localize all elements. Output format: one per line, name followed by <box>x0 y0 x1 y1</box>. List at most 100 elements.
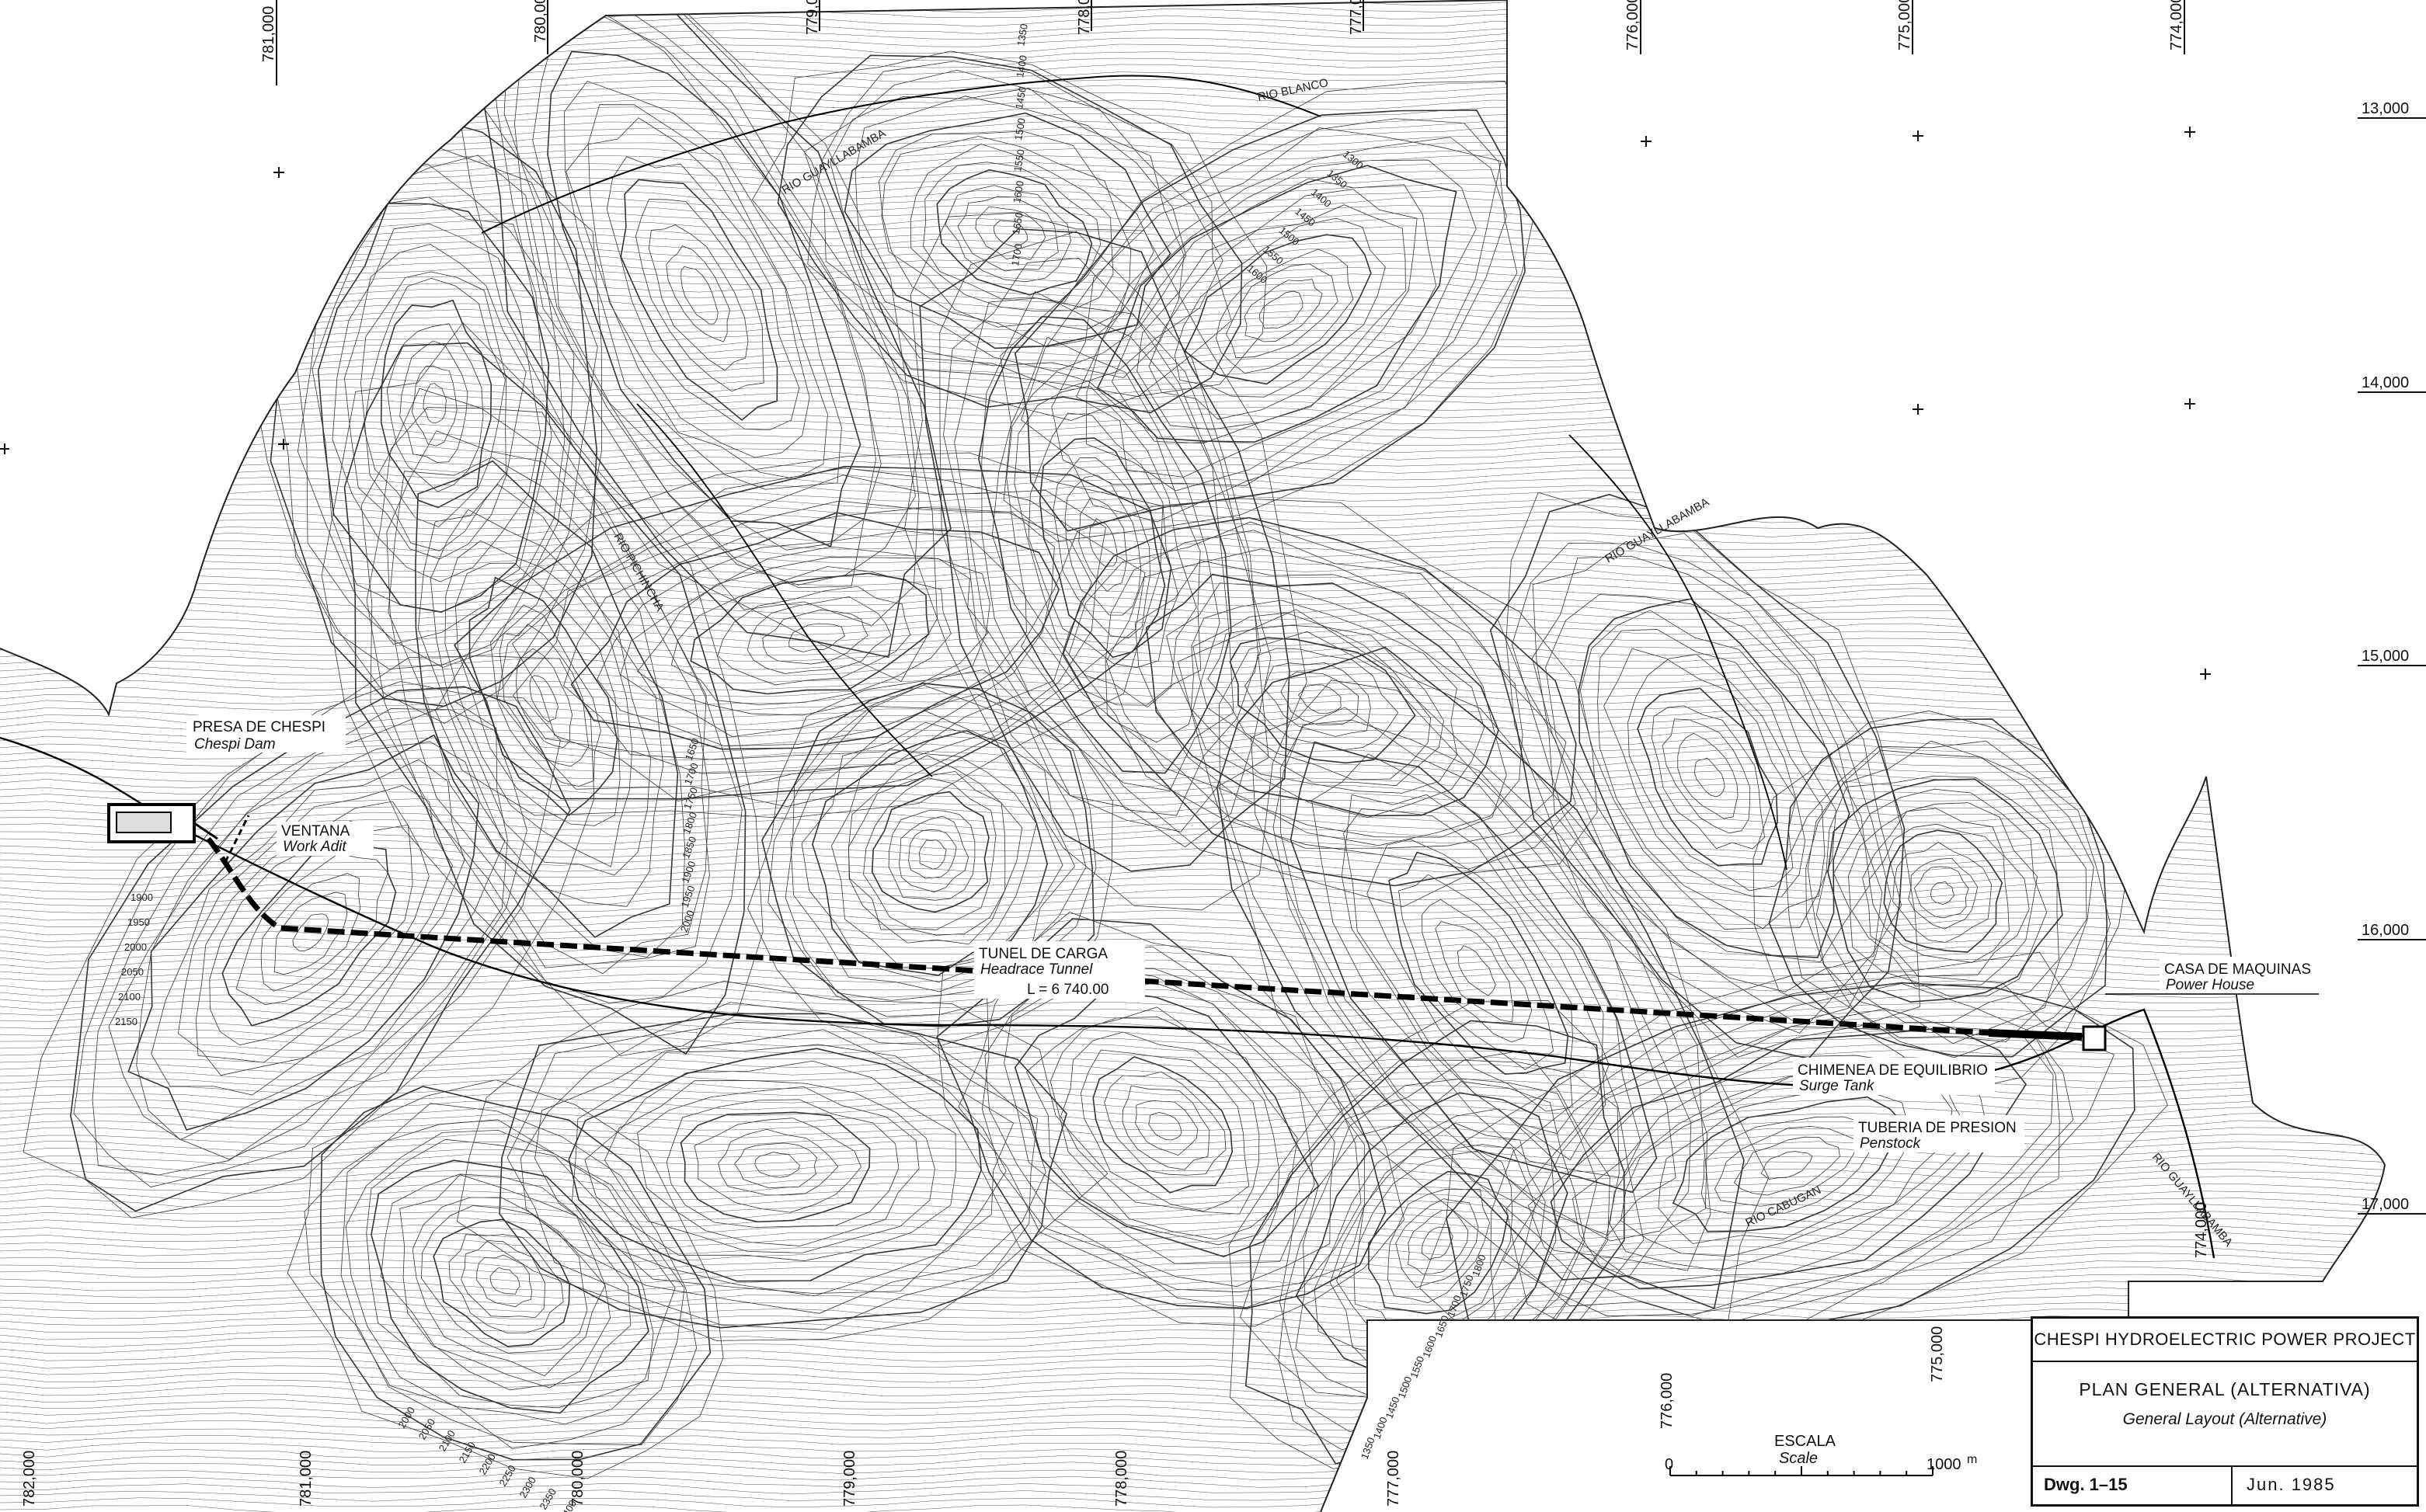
elevation-label: 1800 <box>1470 1253 1488 1277</box>
contour-line <box>1085 137 1507 492</box>
contour-line <box>854 96 1187 372</box>
contour-hatch <box>0 1266 2385 1278</box>
contour-line <box>904 212 1307 911</box>
contour-line <box>1366 839 1573 1112</box>
contour-line <box>563 81 842 490</box>
contour-hatch <box>0 15 2385 27</box>
contour-line <box>70 686 571 1212</box>
contour-hatch <box>0 1133 2385 1145</box>
contour-line <box>1148 204 1406 420</box>
contour-line <box>571 1044 1007 1297</box>
contour-hatch <box>0 78 2385 90</box>
contour-line <box>1290 741 1658 1194</box>
contour-hatch <box>0 162 2385 174</box>
contour-hatch <box>0 749 2385 761</box>
contour-hatch <box>0 986 2385 998</box>
contour-line <box>751 50 1268 421</box>
contour-hatch <box>0 958 2385 971</box>
contour-line <box>923 162 1102 303</box>
drawing-title: PLAN GENERAL (ALTERNATIVA) <box>2079 1379 2371 1399</box>
grid-ticks <box>276 0 2426 1215</box>
contour-hatch <box>0 148 2385 160</box>
dam-label-en: Chespi Dam <box>194 736 276 753</box>
contour-line <box>320 1086 712 1461</box>
contour-line <box>108 701 508 1160</box>
contour-hatch <box>0 8 2385 20</box>
elevation-label: 1350 <box>1015 23 1030 47</box>
contour-line <box>1512 533 1902 1034</box>
easting-bottom-label: 778,000 <box>1113 1451 1130 1507</box>
contour-line <box>1280 671 1359 725</box>
contour-line <box>734 1142 818 1189</box>
contour-hatch <box>0 1183 2385 1194</box>
contour-hatch <box>0 631 2385 642</box>
contour-line <box>1815 775 2059 1024</box>
contour-line <box>360 388 743 1003</box>
contour-hatch <box>0 1238 2385 1250</box>
penstock-label-es: TUBERIA DE PRESION <box>1858 1120 2017 1136</box>
contour-line <box>454 562 621 826</box>
contour-line <box>399 340 468 463</box>
contour-line <box>648 224 749 371</box>
contour-line <box>344 243 527 560</box>
contour-line <box>1505 983 2060 1338</box>
contour-line <box>1662 718 1751 834</box>
contour-line <box>1244 279 1323 342</box>
contour-line <box>1848 802 2038 987</box>
contour-line <box>1145 573 1499 817</box>
contour-line <box>1263 662 1371 737</box>
contour-hatch <box>0 120 2385 132</box>
powerhouse-label-en: Power House <box>2166 977 2254 993</box>
feature-labels: PRESA DE CHESPI Chespi Dam VENTANA Work … <box>186 715 2319 1152</box>
contour-line <box>1272 719 1692 1242</box>
contour-hatch <box>0 1175 2385 1187</box>
contour-line <box>1184 234 1372 385</box>
contour-line <box>899 815 969 893</box>
contour-hatch <box>0 1301 2385 1313</box>
contour-hatch <box>0 532 2385 544</box>
contour-hatch <box>0 1294 2385 1306</box>
elevation-label: 1550 <box>1011 148 1027 172</box>
contour-line <box>1651 705 1766 850</box>
contour-line <box>1021 118 1518 523</box>
contour-hatch <box>0 85 2385 97</box>
contour-line <box>1868 823 2010 963</box>
contour-line <box>534 1029 1015 1294</box>
easting-top-label: 781,000 <box>260 6 277 62</box>
contour-line <box>636 557 989 716</box>
contour-hatch <box>0 707 2385 719</box>
contour-line <box>717 586 911 686</box>
contour-hatch <box>0 777 2385 789</box>
contour-hatch <box>0 644 2385 656</box>
scale-zero: 0 <box>1665 1456 1673 1473</box>
elevation-label: 2150 <box>115 1016 137 1027</box>
contour-line <box>1395 1198 1479 1288</box>
contour-line <box>1883 829 2003 953</box>
contour-line <box>1026 1006 1298 1246</box>
contour-line <box>1076 159 1477 478</box>
tunnel-label-en: Headrace Tunnel <box>980 961 1093 978</box>
contour-hatch <box>0 476 2385 488</box>
elevation-label: 1350 <box>1359 1436 1377 1461</box>
contour-line <box>476 1254 533 1308</box>
contour-hatch <box>0 721 2385 733</box>
contour-line <box>881 136 1132 331</box>
contour-hatch <box>0 951 2385 964</box>
contour-line <box>366 1138 654 1409</box>
elevation-label: 1600 <box>1011 180 1026 204</box>
contour-line <box>910 143 1114 312</box>
contour-line <box>1229 637 1416 764</box>
contour-line <box>945 185 1072 283</box>
contour-line <box>1134 560 1507 838</box>
contour-line <box>1148 1112 1182 1141</box>
elevation-label: 1650 <box>1432 1314 1451 1339</box>
contour-hatch <box>0 819 2385 831</box>
contour-line <box>1827 778 2063 1003</box>
contour-line <box>1435 921 1514 1023</box>
contour-line <box>936 918 1387 1309</box>
contour-line <box>1532 540 1892 1024</box>
contour-line <box>1913 866 1969 919</box>
contour-line <box>984 967 1335 1288</box>
easting-bottom-label: 777,000 <box>1385 1451 1402 1507</box>
river-label: RIO BLANCO <box>1256 76 1329 104</box>
